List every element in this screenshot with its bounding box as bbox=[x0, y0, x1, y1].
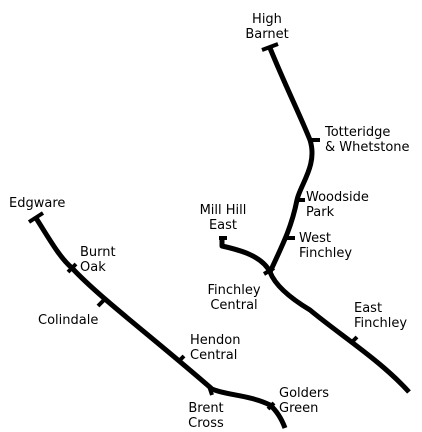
hendon-central-station-tick bbox=[176, 354, 186, 364]
edgware-branch-line bbox=[33, 216, 288, 429]
brent-cross-station-tick bbox=[207, 385, 214, 396]
edgware-terminus-mark bbox=[27, 211, 45, 224]
station-label-colindale: Colindale bbox=[38, 313, 99, 328]
station-label-edgware: Edgware bbox=[9, 196, 66, 211]
station-label-totteridge-whetstone: Totteridge & Whetstone bbox=[325, 125, 410, 155]
mill-hill-east-branch-line bbox=[219, 238, 273, 274]
high-barnet-branch-line bbox=[267, 47, 315, 274]
golders-green-station-tick bbox=[266, 401, 276, 411]
east-finchley-line bbox=[267, 270, 411, 394]
burnt-oak-station-tick bbox=[66, 262, 78, 274]
high-barnet-terminus-mark bbox=[261, 42, 279, 52]
station-label-high-barnet: High Barnet bbox=[245, 12, 289, 42]
station-label-brent-cross: Brent Cross bbox=[188, 401, 224, 431]
colindale-station-tick bbox=[96, 298, 106, 308]
station-label-mill-hill-east: Mill Hill East bbox=[199, 203, 247, 233]
east-finchley-station-tick bbox=[349, 335, 359, 345]
station-label-woodside-park: Woodside Park bbox=[306, 190, 369, 220]
station-label-burnt-oak: Burnt Oak bbox=[80, 245, 116, 275]
station-label-west-finchley: West Finchley bbox=[299, 231, 353, 261]
station-label-east-finchley: East Finchley bbox=[354, 301, 408, 331]
station-label-finchley-central: Finchley Central bbox=[207, 283, 261, 313]
finchley-central-station-tick bbox=[262, 266, 276, 276]
station-label-hendon-central: Hendon Central bbox=[190, 333, 241, 363]
station-label-golders-green: Golders Green bbox=[279, 386, 330, 416]
